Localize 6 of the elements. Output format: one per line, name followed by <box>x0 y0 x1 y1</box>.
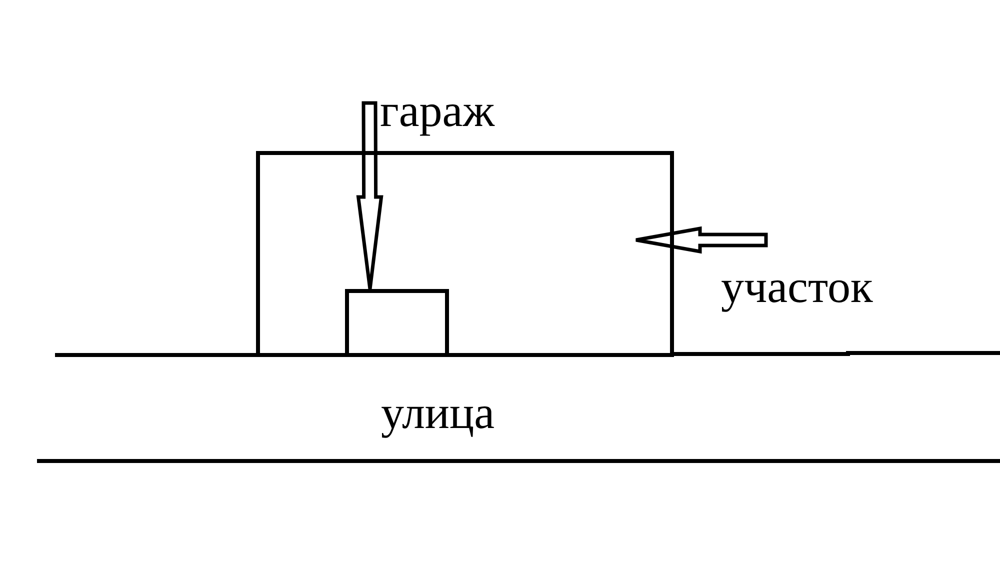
block-arrow <box>634 226 768 254</box>
street-label: улица <box>381 387 495 440</box>
garage-label: гараж <box>380 85 494 138</box>
block-arrow <box>356 101 384 291</box>
street-band <box>37 351 1000 463</box>
plot-label: участок <box>721 261 873 314</box>
